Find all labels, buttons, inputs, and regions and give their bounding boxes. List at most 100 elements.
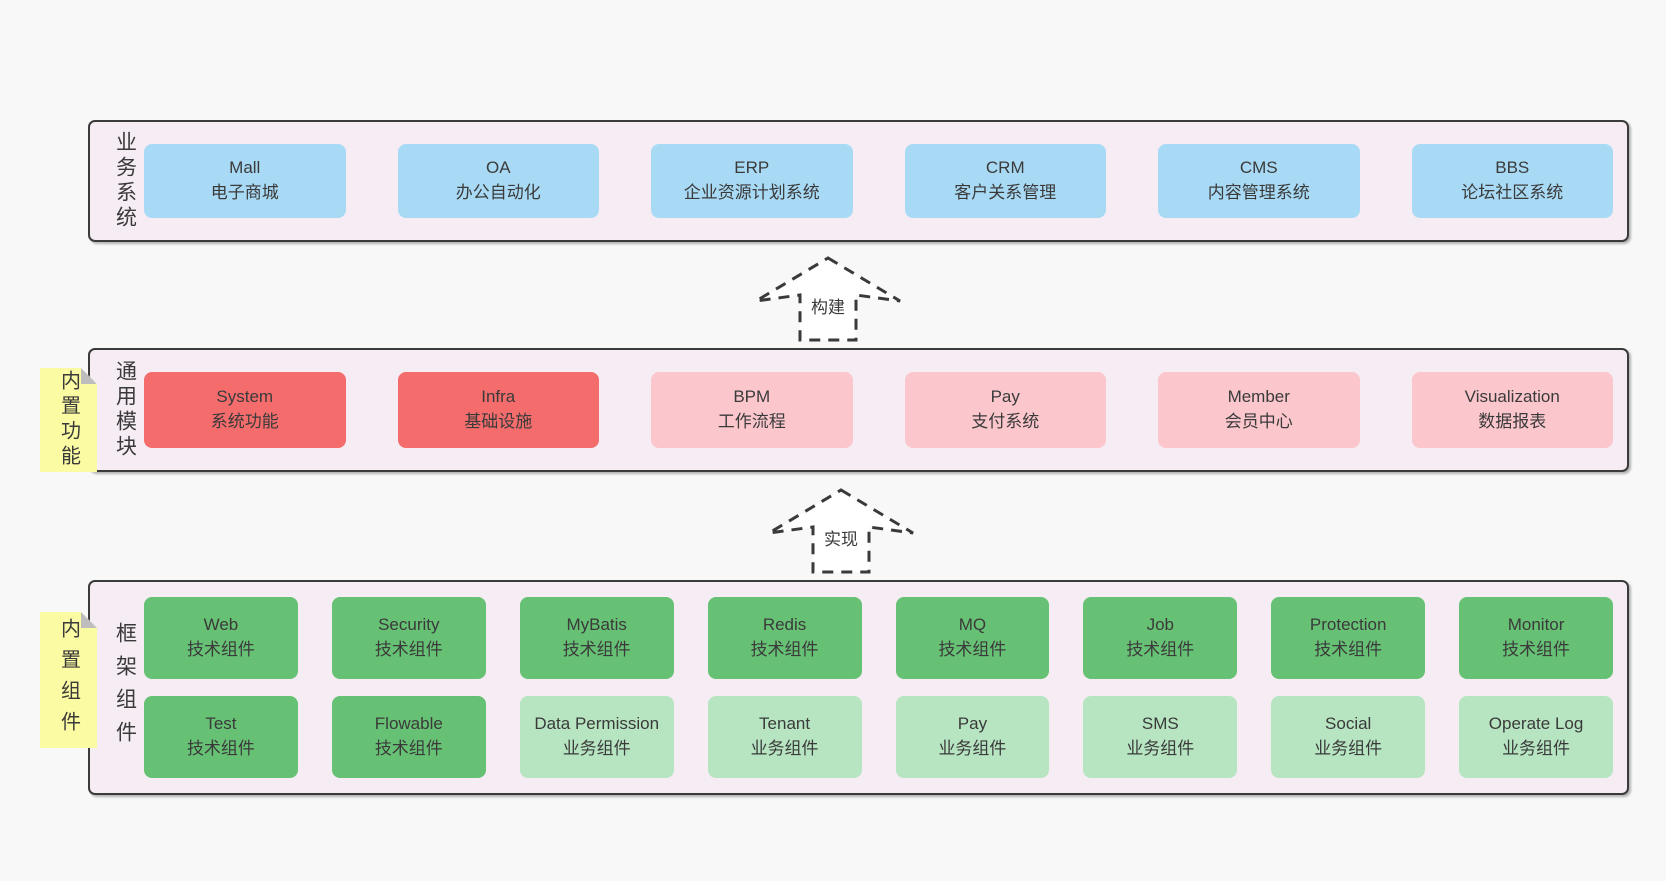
box-desc: 论坛社区系统 — [1461, 183, 1564, 202]
box-cms: CMS 内容管理系统 — [1158, 144, 1360, 218]
arrow-build: 构建 — [753, 255, 903, 343]
box-name: Visualization — [1464, 387, 1560, 407]
note-built-in-components: 内置组件 — [40, 612, 97, 748]
box-name: Test — [205, 714, 237, 734]
box-visualization: Visualization 数据报表 — [1411, 372, 1613, 448]
box-infra: Infra 基础设施 — [397, 372, 599, 448]
box-web: Web 技术组件 — [144, 597, 298, 679]
box-desc: 业务组件 — [1126, 739, 1195, 758]
box-name: Pay — [990, 387, 1020, 407]
box-desc: 技术组件 — [750, 640, 819, 659]
band-business-systems: 业务系统 Mall 电子商城 OA 办公自动化 ERP 企业资源计划系统 CRM… — [88, 120, 1629, 242]
arrow-implement: 实现 — [766, 487, 916, 575]
box-name: Operate Log — [1488, 714, 1584, 734]
box-test: Test 技术组件 — [144, 696, 298, 778]
box-name: Pay — [957, 714, 988, 734]
box-name: Data Permission — [534, 714, 660, 734]
box-name: Monitor — [1507, 615, 1565, 635]
box-desc: 技术组件 — [938, 640, 1007, 659]
box-job: Job 技术组件 — [1083, 597, 1238, 679]
box-name: Web — [203, 615, 239, 635]
components-boxes: Web 技术组件 Security 技术组件 MyBatis 技术组件 Redi… — [144, 597, 1613, 778]
box-desc: 技术组件 — [1314, 640, 1383, 659]
box-desc: 技术组件 — [1126, 640, 1195, 659]
box-security: Security 技术组件 — [331, 597, 486, 679]
box-desc: 企业资源计划系统 — [683, 183, 820, 202]
box-desc: 业务组件 — [1502, 739, 1571, 758]
box-desc: 技术组件 — [186, 739, 255, 758]
box-name: MQ — [958, 615, 987, 635]
box-tenant: Tenant 业务组件 — [707, 696, 862, 778]
box-monitor: Monitor 技术组件 — [1459, 597, 1613, 679]
box-oa: OA 办公自动化 — [397, 144, 599, 218]
box-name: CMS — [1239, 158, 1278, 178]
band-modules-label: 通用模块 — [106, 350, 144, 470]
box-desc: 业务组件 — [938, 739, 1007, 758]
note-built-in-features-text: 内置功能 — [57, 370, 80, 470]
box-name: Infra — [481, 387, 516, 407]
band-business-label: 业务系统 — [106, 122, 144, 240]
box-name: Redis — [762, 615, 807, 635]
box-desc: 技术组件 — [374, 640, 443, 659]
box-desc: 业务组件 — [562, 739, 631, 758]
box-desc: 电子商城 — [210, 183, 279, 202]
box-name: CRM — [985, 158, 1025, 178]
box-protection: Protection 技术组件 — [1271, 597, 1426, 679]
box-desc: 支付系统 — [971, 412, 1040, 431]
box-operate-log: Operate Log 业务组件 — [1459, 696, 1613, 778]
box-name: Mall — [229, 158, 261, 178]
box-desc: 办公自动化 — [455, 183, 541, 202]
box-name: Protection — [1309, 615, 1387, 635]
box-name: Member — [1227, 387, 1290, 407]
box-desc: 技术组件 — [186, 640, 255, 659]
box-name: Security — [378, 615, 440, 635]
box-bpm: BPM 工作流程 — [651, 372, 853, 448]
box-crm: CRM 客户关系管理 — [904, 144, 1106, 218]
band-common-modules: 通用模块 System 系统功能 Infra 基础设施 BPM 工作流程 Pay… — [88, 348, 1629, 472]
box-desc: 内容管理系统 — [1207, 183, 1310, 202]
business-boxes: Mall 电子商城 OA 办公自动化 ERP 企业资源计划系统 CRM 客户关系… — [144, 144, 1613, 218]
box-mq: MQ 技术组件 — [895, 597, 1050, 679]
box-mybatis: MyBatis 技术组件 — [519, 597, 674, 679]
box-name: MyBatis — [566, 615, 627, 635]
band-modules-label-text: 通用模块 — [113, 360, 137, 460]
box-redis: Redis 技术组件 — [707, 597, 862, 679]
box-name: BPM — [733, 387, 771, 407]
box-member: Member 会员中心 — [1158, 372, 1360, 448]
box-sms: SMS 业务组件 — [1083, 696, 1238, 778]
box-desc: 系统功能 — [210, 412, 279, 431]
box-desc: 技术组件 — [374, 739, 443, 758]
box-desc: 会员中心 — [1224, 412, 1293, 431]
box-desc: 基础设施 — [464, 412, 533, 431]
note-built-in-features: 内置功能 — [40, 368, 97, 472]
box-desc: 工作流程 — [717, 412, 786, 431]
box-name: Flowable — [374, 714, 443, 734]
arrow-build-label: 构建 — [808, 293, 848, 318]
arrow-implement-label: 实现 — [821, 525, 861, 550]
band-business-label-text: 业务系统 — [113, 131, 137, 231]
box-desc: 客户关系管理 — [954, 183, 1057, 202]
box-name: System — [216, 387, 274, 407]
note-built-in-components-text: 内置组件 — [57, 618, 80, 742]
box-desc: 技术组件 — [1502, 640, 1571, 659]
box-name: BBS — [1495, 158, 1530, 178]
band-components-label-text: 框架组件 — [113, 621, 137, 754]
box-mall: Mall 电子商城 — [144, 144, 346, 218]
box-bbs: BBS 论坛社区系统 — [1411, 144, 1613, 218]
box-name: ERP — [734, 158, 770, 178]
box-desc: 业务组件 — [750, 739, 819, 758]
box-erp: ERP 企业资源计划系统 — [651, 144, 853, 218]
box-system: System 系统功能 — [144, 372, 346, 448]
box-pay-biz: Pay 业务组件 — [895, 696, 1050, 778]
box-name: SMS — [1141, 714, 1179, 734]
box-data-permission: Data Permission 业务组件 — [519, 696, 674, 778]
band-components-label: 框架组件 — [106, 582, 144, 793]
box-name: Job — [1146, 615, 1175, 635]
box-desc: 数据报表 — [1478, 412, 1547, 431]
band-framework-components: 框架组件 Web 技术组件 Security 技术组件 MyBatis 技术组件… — [88, 580, 1629, 795]
box-desc: 业务组件 — [1314, 739, 1383, 758]
box-name: Social — [1325, 714, 1372, 734]
modules-boxes: System 系统功能 Infra 基础设施 BPM 工作流程 Pay 支付系统… — [144, 372, 1613, 448]
box-name: Tenant — [759, 714, 811, 734]
box-pay: Pay 支付系统 — [904, 372, 1106, 448]
